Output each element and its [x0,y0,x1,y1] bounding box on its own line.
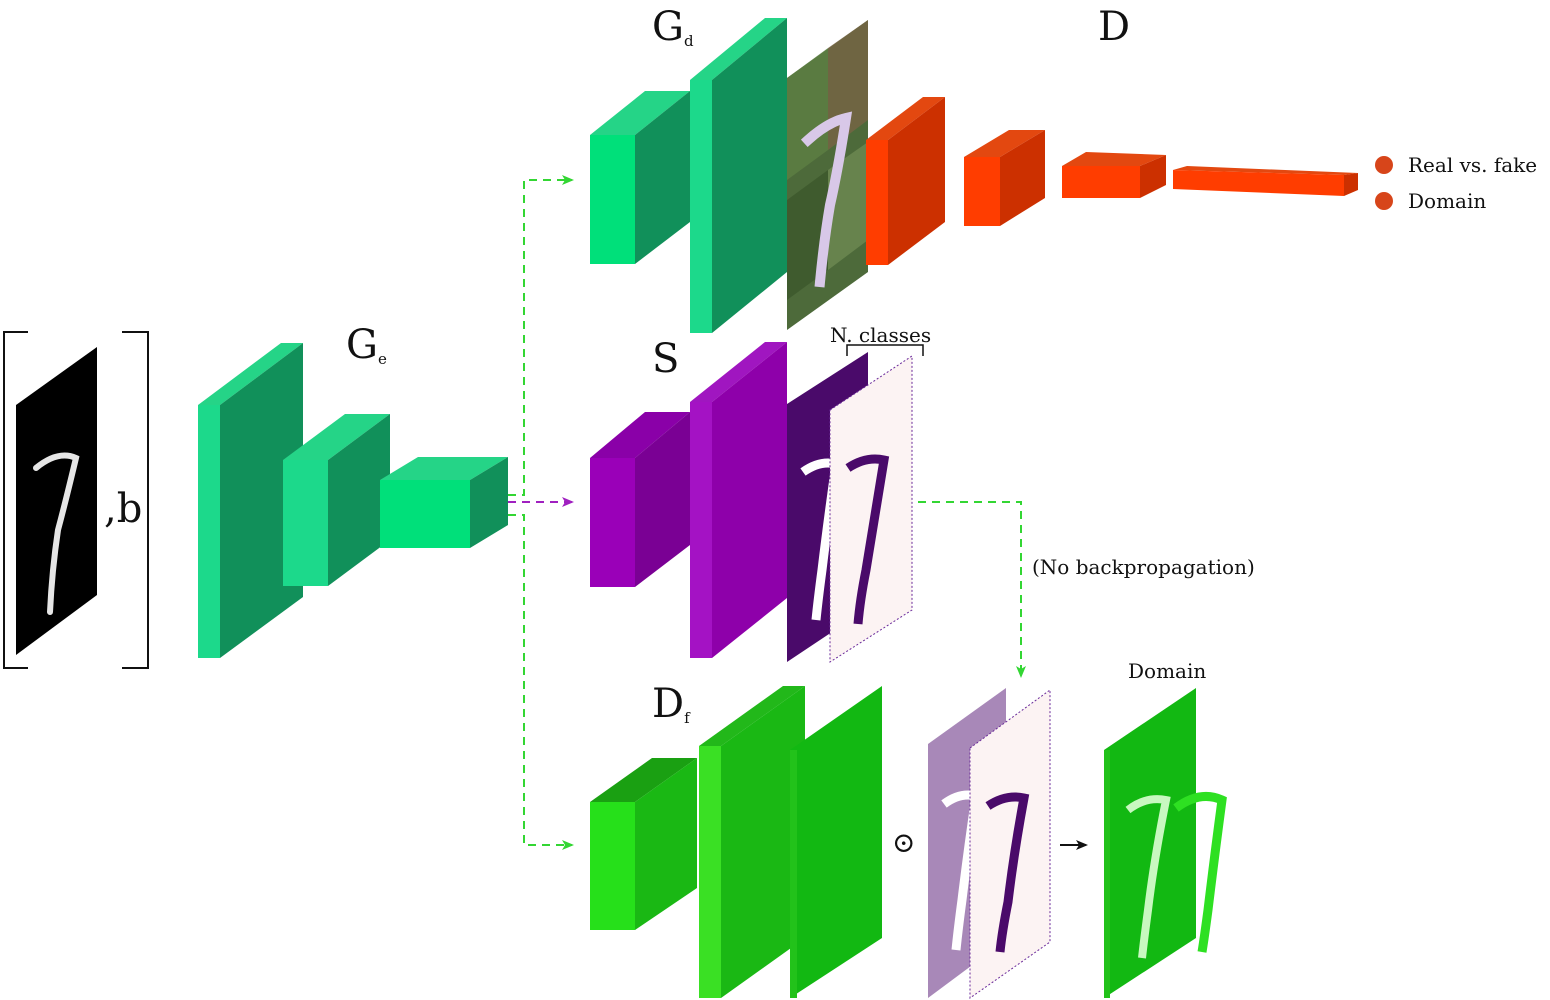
legend-dot-real-fake [1375,156,1393,174]
legend-dot-domain [1375,192,1393,210]
n-classes-label: N. classes [830,323,931,347]
input-group: ,b [3,331,149,669]
input-image [16,347,97,655]
domain-output: Domain [1104,659,1227,998]
segmenter-s: N. classes S [590,323,931,663]
segmenter-label: S [652,336,679,382]
decoder-label: Gd [652,4,694,50]
discriminator-d: D [866,4,1358,265]
input-extra-label: ,b [104,486,142,532]
decoder-gd: Gd [590,4,868,333]
hadamard-symbol: ⊙ [892,826,915,859]
legend: Real vs. fake Domain [1375,153,1537,213]
domain-feat-label: Df [652,681,691,727]
n-classes-bracket [846,344,924,356]
mask-pair [928,688,1051,999]
encoder-ge: Ge [198,322,508,658]
input-bracket-left [3,331,28,669]
legend-label-real-fake: Real vs. fake [1408,153,1537,177]
legend-label-domain: Domain [1408,189,1486,213]
arrow-to-decoder [508,175,574,496]
generated-image [787,20,868,330]
input-digit-seven [33,452,80,615]
discriminator-label: D [1098,4,1130,50]
arrow-to-domain-feat [508,514,574,850]
connectors [508,175,1088,850]
input-bracket-right [122,331,149,669]
encoder-label: Ge [346,322,387,368]
domain-feat-df: Df [590,681,882,998]
seg-map-front [829,355,913,663]
domain-output-label: Domain [1128,659,1206,683]
arrow-no-backprop [918,501,1026,678]
no-backprop-label: (No backpropagation) [1032,555,1255,579]
